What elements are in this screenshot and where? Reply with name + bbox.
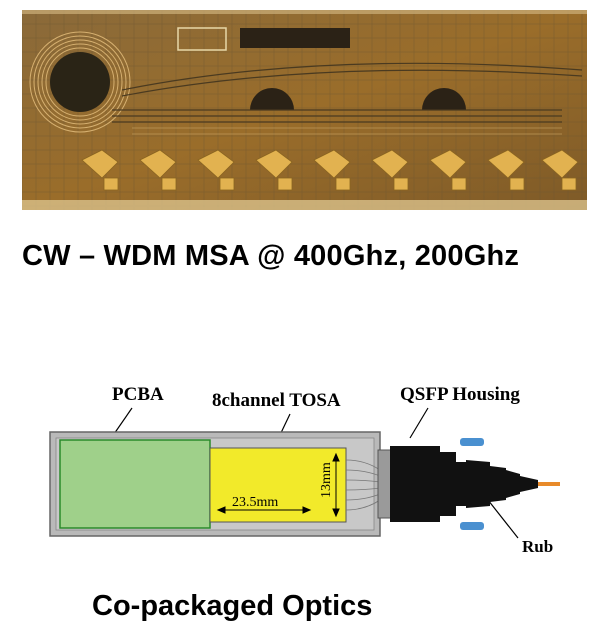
label-tosa: 8channel TOSA [212, 390, 341, 411]
spiral-waveguide [29, 31, 131, 133]
label-qsfp-housing: QSFP Housing [400, 384, 520, 405]
label-pcba: PCBA [112, 384, 164, 405]
fiber-array [345, 459, 381, 511]
ring-resonator [422, 88, 466, 110]
cable-boot [390, 446, 538, 522]
dimension-marks [216, 452, 340, 518]
latch-clip [460, 522, 484, 530]
cpo-caption: Co-packaged Optics [92, 590, 373, 622]
pcba-block [59, 439, 211, 529]
dim-height-label: 13mm [319, 462, 334, 498]
latch-clip [460, 438, 484, 446]
qsfp-module-diagram: PCBA 8channel TOSA QSFP Housing Rub 23.5… [49, 384, 560, 556]
label-rub: Rub [522, 537, 553, 556]
bond-pads [81, 149, 579, 191]
ring-resonator [250, 88, 294, 110]
chip-label-area [240, 28, 350, 48]
chip-micrograph [22, 10, 587, 210]
wdm-caption: CW – WDM MSA @ 400Ghz, 200Ghz [22, 240, 520, 272]
dim-width-label: 23.5mm [232, 495, 278, 510]
